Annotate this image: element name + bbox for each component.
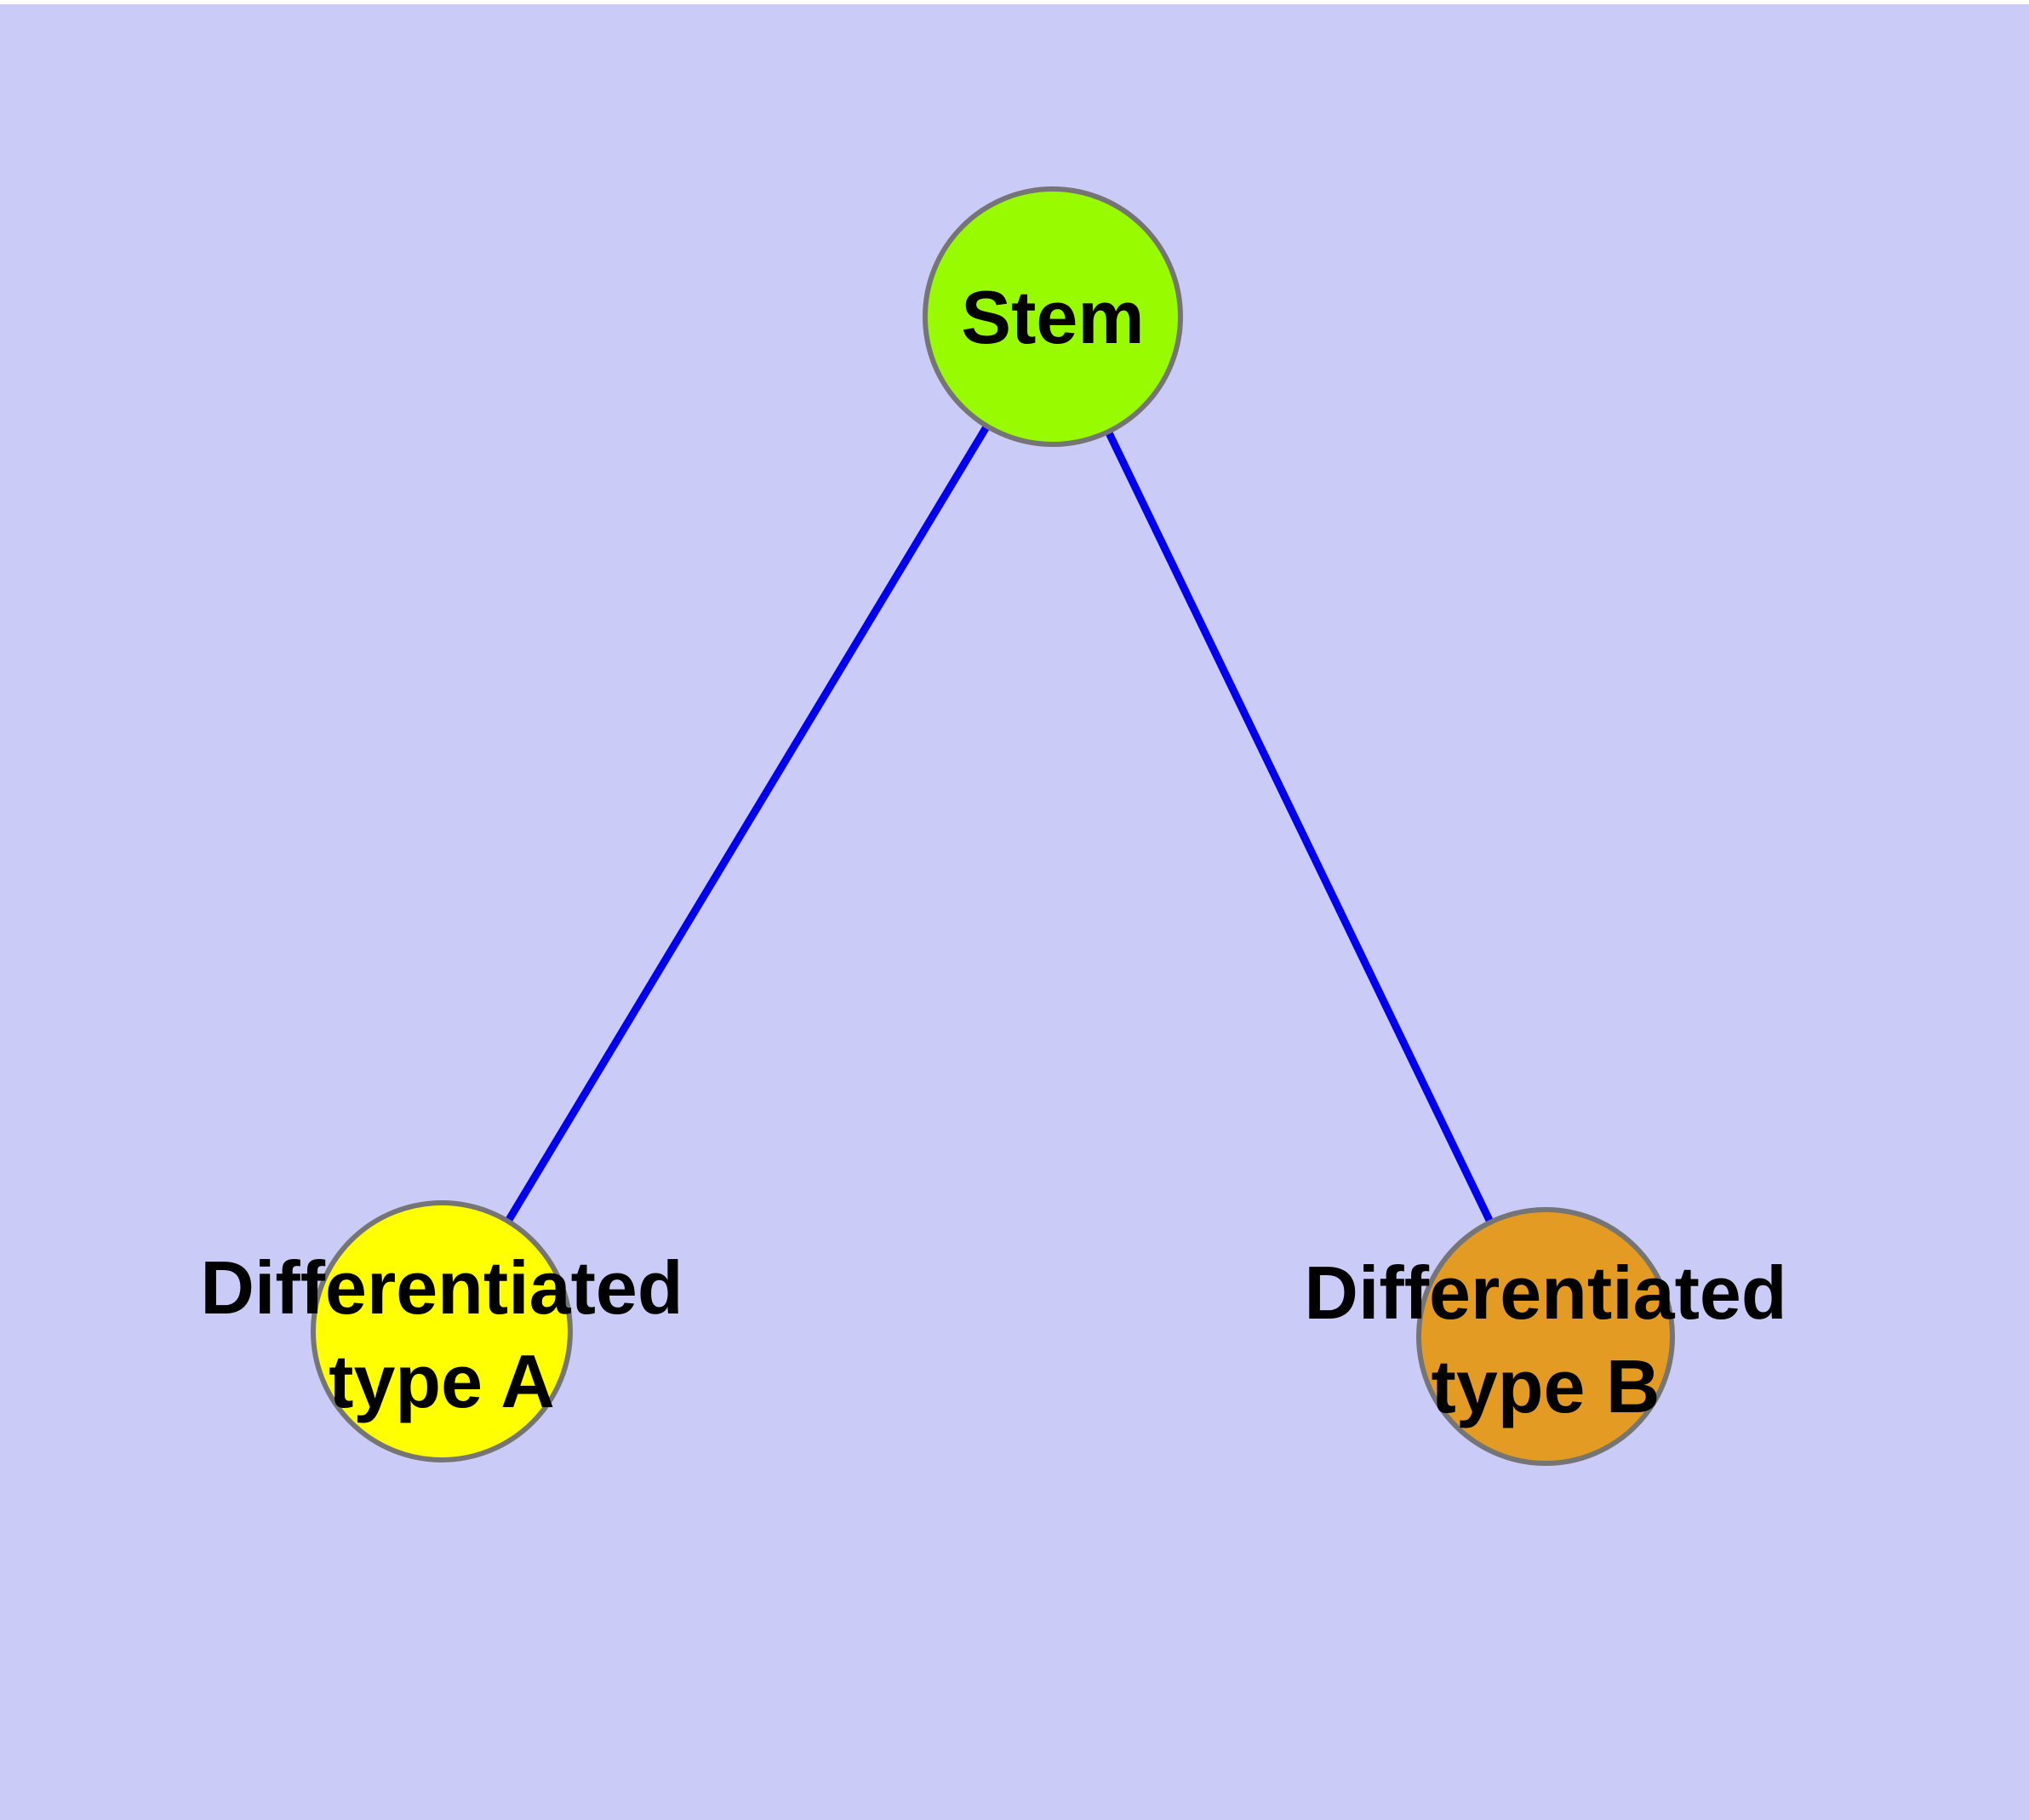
node-type-a-label-line1: Differentiated (200, 1245, 683, 1330)
node-type-a-label-line2: type A (329, 1339, 555, 1423)
edge-stem-to-type-b (1049, 315, 1550, 1338)
node-type-b-label-line1: Differentiated (1304, 1251, 1786, 1335)
node-type-b-label-line2: type B (1432, 1344, 1660, 1428)
top-edge-strip (0, 0, 2029, 4)
node-stem-label: Stem (961, 275, 1144, 359)
node-differentiated-type-a (311, 1200, 573, 1462)
node-differentiated-type-b (1416, 1207, 1675, 1466)
node-stem (923, 186, 1183, 447)
edge-stem-to-type-a (438, 314, 1056, 1334)
